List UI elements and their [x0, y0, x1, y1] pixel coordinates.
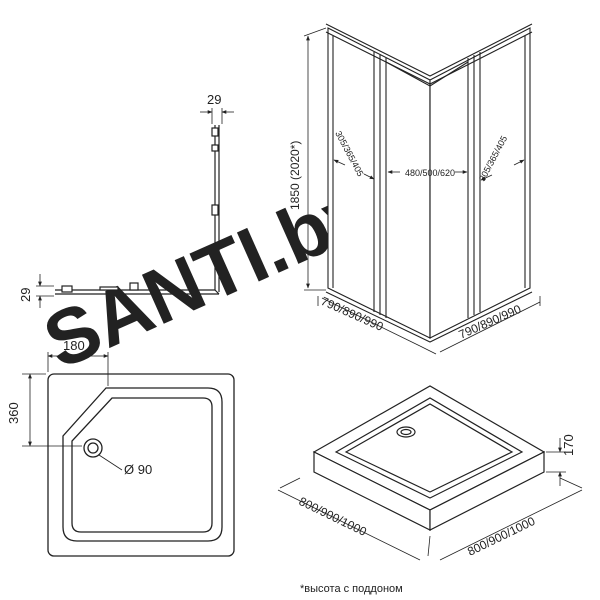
profile-top-dimension: 29: [207, 92, 221, 107]
tray-offset-y-dimension: 360: [6, 402, 21, 424]
profile-left-dimension: 29: [18, 288, 33, 302]
tray-offset-x-dimension: 180: [63, 338, 85, 353]
door-center-dimension: 480/500/620: [405, 168, 455, 178]
tray-width-left-dimension: 800/900/1000: [297, 494, 369, 539]
cabin-section: [303, 23, 541, 355]
drain-diameter-dimension: Ø 90: [124, 462, 152, 477]
profile-section: [36, 108, 234, 308]
tray-width-right-dimension: 800/900/1000: [465, 514, 537, 559]
tray-plan-section: [22, 352, 235, 557]
footnote: *высота с поддоном: [300, 583, 403, 595]
tray-height-dimension: 170: [561, 434, 576, 456]
cabin-height-dimension: 1850 (2020*): [288, 141, 302, 210]
tray-3d-section: [277, 385, 583, 561]
